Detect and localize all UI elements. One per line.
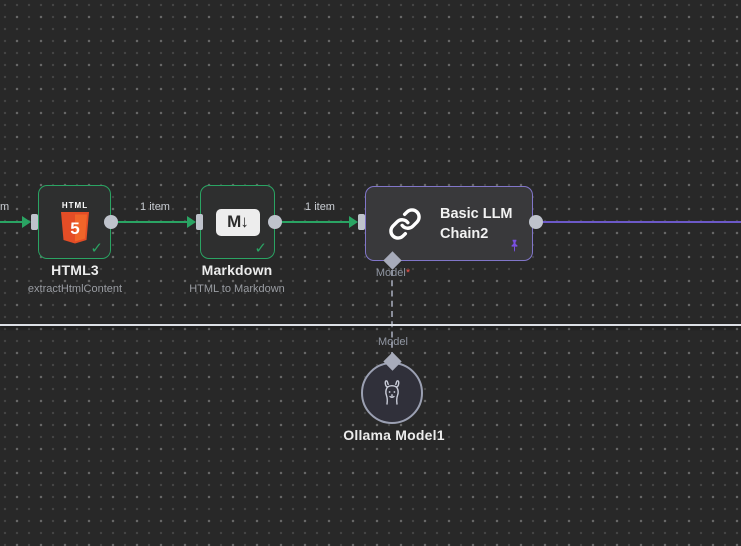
html-node-title: HTML3 bbox=[51, 262, 99, 278]
model-connection-edge[interactable] bbox=[391, 270, 393, 358]
edge-arrowhead-icon bbox=[349, 216, 358, 228]
node-markdown[interactable]: M↓ ✓ bbox=[200, 185, 275, 259]
incoming-edge[interactable] bbox=[0, 221, 24, 223]
outgoing-edge[interactable] bbox=[536, 221, 741, 223]
edge-markdown-to-llm[interactable] bbox=[281, 221, 349, 223]
html5-icon-wordmark: HTML bbox=[61, 201, 87, 210]
html5-icon-number: 5 bbox=[70, 219, 79, 238]
edge-html-to-markdown-label: 1 item bbox=[140, 201, 170, 213]
incoming-edge-label: m bbox=[0, 201, 10, 213]
chain-link-icon bbox=[389, 207, 421, 240]
node-ollama-model[interactable] bbox=[361, 362, 423, 424]
llm-node-input-port[interactable] bbox=[358, 214, 365, 230]
node-html3[interactable]: HTML 5 ✓ bbox=[38, 185, 111, 259]
success-check-icon: ✓ bbox=[254, 240, 267, 257]
markdown-node-subtitle: HTML to Markdown bbox=[189, 283, 285, 295]
html5-icon: HTML 5 bbox=[60, 201, 89, 244]
llm-model-port-label: Model* bbox=[375, 267, 411, 279]
long-connection-edge[interactable] bbox=[0, 324, 741, 326]
pin-icon[interactable] bbox=[507, 238, 522, 254]
edge-markdown-to-llm-label: 1 item bbox=[305, 201, 335, 213]
html-node-subtitle: extractHtmlContent bbox=[27, 283, 123, 295]
ollama-port-label: Model bbox=[378, 336, 408, 348]
ollama-node-title: Ollama Model1 bbox=[343, 427, 445, 443]
markdown-node-title: Markdown bbox=[201, 262, 273, 278]
edge-arrowhead-icon bbox=[22, 216, 31, 228]
html-node-output-port[interactable] bbox=[104, 215, 118, 229]
markdown-node-output-port[interactable] bbox=[268, 215, 282, 229]
llama-icon bbox=[384, 380, 400, 405]
edge-arrowhead-icon bbox=[187, 216, 196, 228]
markdown-icon: M↓ bbox=[215, 208, 260, 236]
success-check-icon: ✓ bbox=[90, 240, 103, 257]
node-basic-llm-chain[interactable]: Basic LLM Chain2 bbox=[365, 186, 533, 261]
edge-html-to-markdown[interactable] bbox=[117, 221, 188, 223]
llm-node-output-port[interactable] bbox=[529, 215, 543, 229]
required-asterisk: * bbox=[405, 267, 411, 279]
html-node-input-port[interactable] bbox=[31, 214, 38, 230]
llm-node-title: Basic LLM Chain2 bbox=[440, 205, 513, 242]
markdown-node-input-port[interactable] bbox=[196, 214, 203, 230]
